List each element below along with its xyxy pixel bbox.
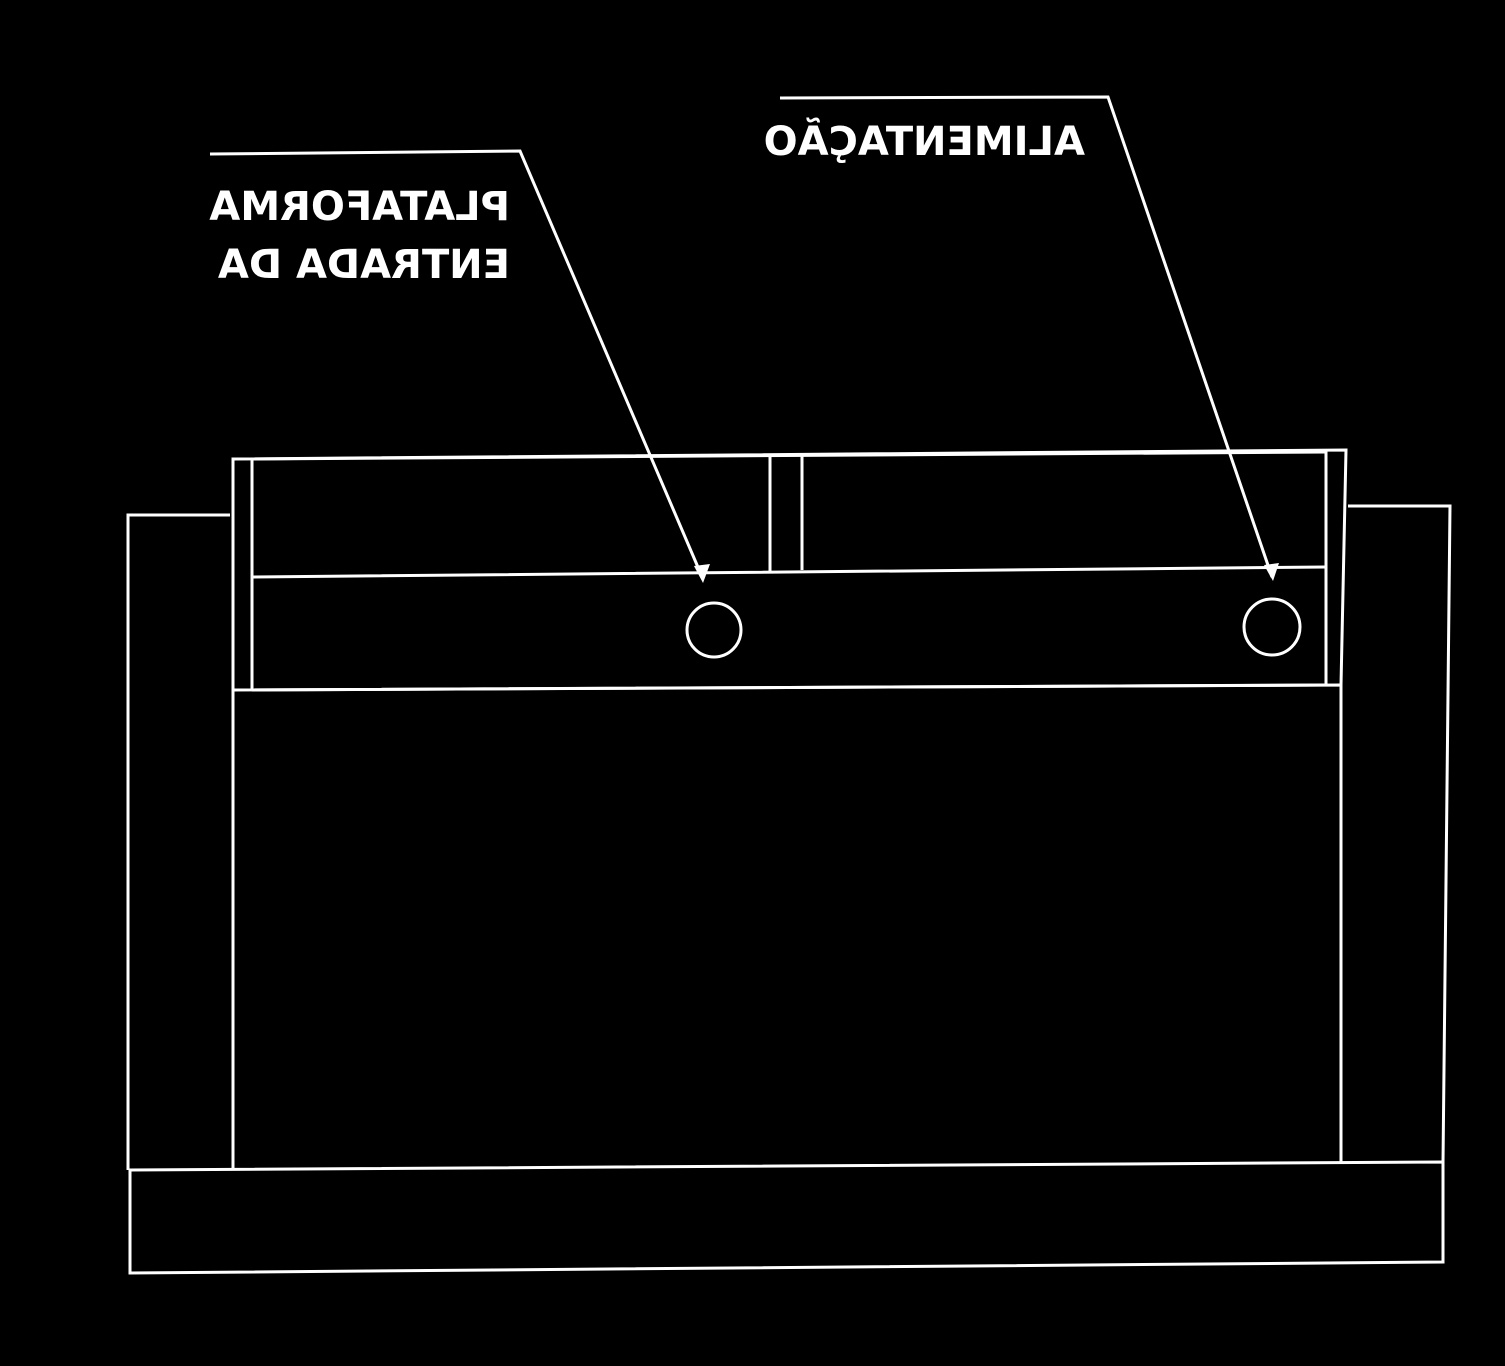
label-alimentacao: ALIMENTAÇÃO (764, 116, 1085, 165)
entrada-arrow-head (694, 564, 710, 583)
top-panel-inner-top-line (251, 450, 1327, 461)
connector-strip (251, 565, 1327, 692)
alimentacao-leader-line (779, 95, 1274, 578)
right-side-block (1348, 504, 1452, 1164)
inner-enclosure (231, 683, 1343, 1168)
power-supply-port (1242, 597, 1302, 657)
left-side-block (126, 513, 230, 1170)
label-entrada-line1: ENTRADA DA (218, 242, 510, 288)
platform-inlet-port (685, 601, 743, 659)
label-entrada-line2: PLATAFORMA (209, 184, 510, 230)
entrada-leader-line (209, 149, 705, 580)
top-panel (231, 448, 1348, 690)
base-plate (128, 1160, 1445, 1275)
alimentacao-arrow-head (1264, 563, 1279, 581)
